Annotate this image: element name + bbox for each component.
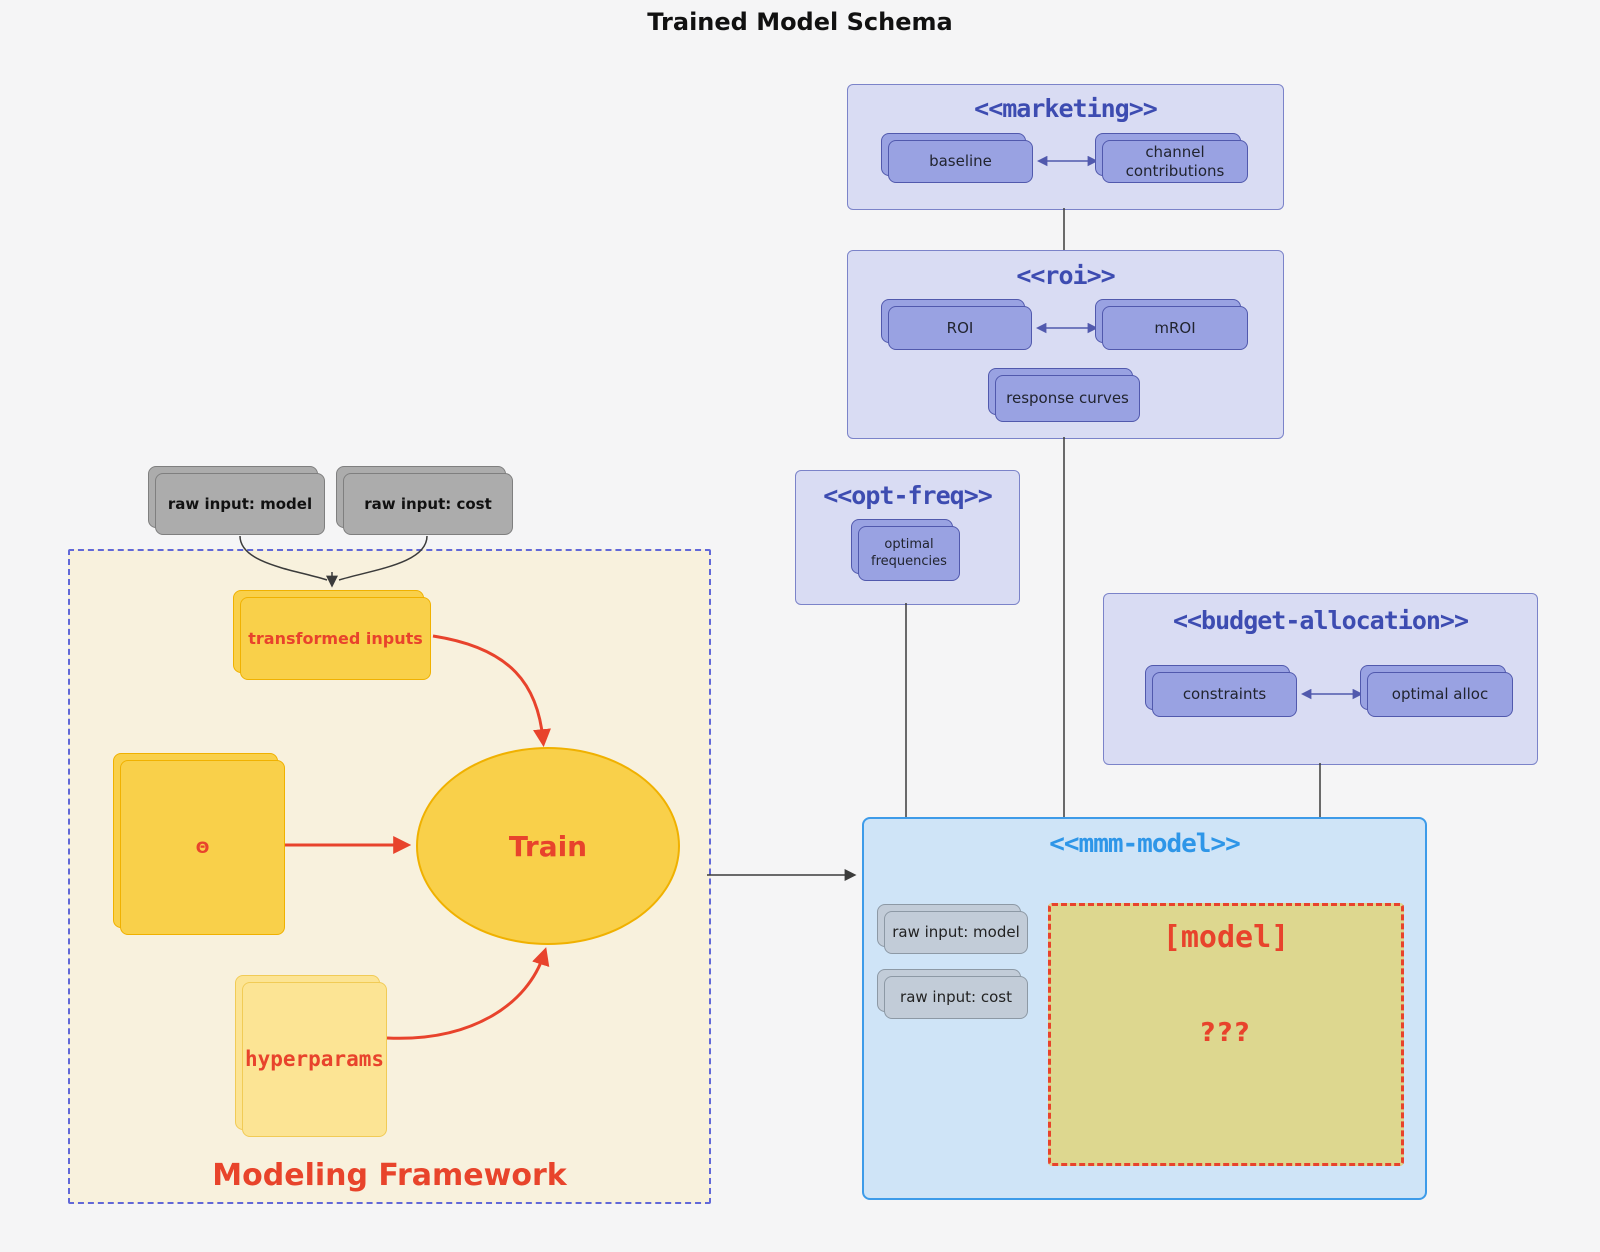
model-placeholder-label: [model] (1162, 920, 1290, 955)
node-baseline: baseline (881, 133, 1033, 183)
node-channel-front (1102, 140, 1248, 183)
node-optimal-frequencies: optimal frequencies (851, 519, 960, 581)
node-hyperparams-front (242, 982, 387, 1137)
edge-rawcost-transformed (338, 535, 428, 581)
node-response-front (995, 375, 1140, 422)
node-train-label: Train (508, 829, 588, 863)
node-model-placeholder: [model] ??? (1048, 903, 1404, 1166)
node-mmm-raw-model: raw input: model (877, 904, 1028, 954)
node-response-label: response curves (1006, 389, 1129, 408)
arrow-hyperparams-train (386, 947, 550, 1040)
node-channel-contributions: channel contributions (1095, 133, 1248, 183)
edge-rawmodel-transformed (239, 535, 328, 581)
cluster-marketing-title: <<marketing>> (974, 94, 1158, 123)
node-constraints: constraints (1145, 665, 1297, 717)
node-alloc-label: optimal alloc (1391, 685, 1489, 704)
model-unknown-label: ??? (1200, 1018, 1252, 1048)
node-mroi-front (1102, 306, 1248, 350)
page-title: Trained Model Schema (647, 8, 953, 36)
cluster-roi-title: <<roi>> (1016, 261, 1115, 290)
node-mroi-label: mROI (1154, 318, 1196, 337)
node-constraints-front (1152, 672, 1297, 717)
node-transformed-front (240, 597, 431, 680)
node-rawmodel-front (155, 473, 325, 535)
node-transformed-inputs: transformed inputs (233, 590, 431, 680)
node-response-curves: response curves (988, 368, 1140, 422)
node-rawmodel-label: raw input: model (167, 494, 313, 513)
node-raw-input-model: raw input: model (148, 466, 325, 535)
node-optfreq-label: optimal frequencies (871, 537, 947, 569)
node-baseline-front (888, 140, 1033, 183)
node-roi-front (888, 306, 1032, 350)
node-hyperparams: hyperparams (235, 975, 387, 1137)
theta-symbol: Θ (195, 837, 210, 857)
node-mmm-rawcost-label: raw input: cost (900, 988, 1012, 1007)
node-channel-label: channel contributions (1125, 142, 1225, 180)
node-roi-label: ROI (946, 318, 974, 337)
cluster-mmm-title: <<mmm-model>> (1049, 829, 1241, 859)
node-mmm-rawcost-front (884, 976, 1028, 1019)
node-theta-front (120, 760, 285, 935)
arrow-transformed-train (432, 634, 551, 748)
node-mroi: mROI (1095, 299, 1248, 350)
modeling-framework-label: Modeling Framework (212, 1158, 567, 1193)
node-hyperparams-label: hyperparams (244, 1047, 385, 1072)
node-rawcost-front (343, 473, 513, 535)
node-mmm-rawmodel-front (884, 911, 1028, 954)
node-constraints-label: constraints (1182, 685, 1267, 704)
node-transformed-label: transformed inputs (248, 628, 423, 648)
node-baseline-label: baseline (929, 152, 992, 171)
node-mmm-raw-cost: raw input: cost (877, 969, 1028, 1019)
node-raw-input-cost: raw input: cost (336, 466, 513, 535)
cluster-opt-freq-title: <<opt-freq>> (823, 481, 993, 510)
node-rawcost-label: raw input: cost (364, 494, 492, 513)
node-mmm-rawmodel-label: raw input: model (892, 923, 1020, 942)
node-roi: ROI (881, 299, 1032, 350)
node-optfreq-front (858, 526, 960, 581)
node-optimal-alloc: optimal alloc (1360, 665, 1513, 717)
cluster-budget-title: <<budget-allocation>> (1172, 606, 1469, 635)
node-train: Train (416, 747, 680, 945)
node-theta: Θ (113, 753, 285, 935)
node-alloc-front (1367, 672, 1513, 717)
